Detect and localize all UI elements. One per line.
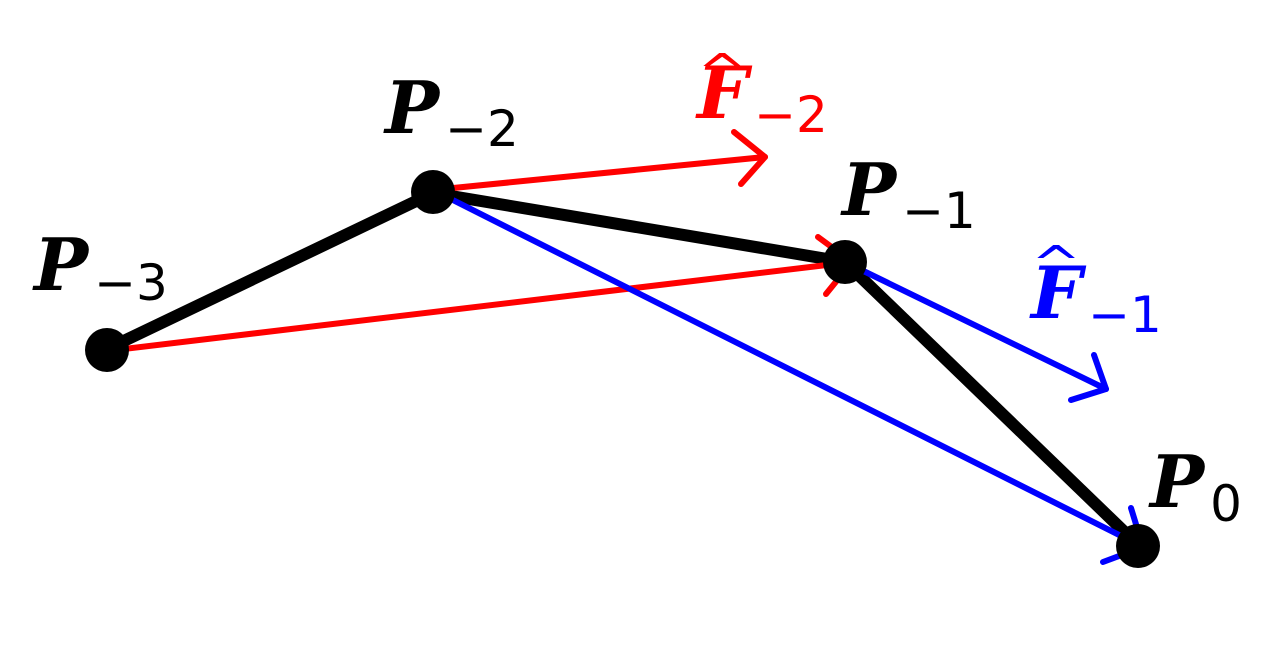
label-p-minus-1: P−1 (840, 147, 976, 240)
segment-p1-p0 (839, 256, 1144, 551)
label-p-minus-3: P−3 (32, 222, 168, 312)
label-p-minus-2: P−2 (383, 65, 519, 158)
label-f-minus-1-hat: ^ (1031, 236, 1081, 292)
label-f-minus-1: F−1 (1029, 250, 1162, 344)
point-p-0 (1116, 524, 1160, 568)
point-p-minus-1 (823, 240, 867, 284)
point-p-minus-3 (85, 328, 129, 372)
segment-p2-p1 (427, 187, 851, 268)
label-f-minus-2: F−2 (695, 50, 828, 144)
point-p-minus-2 (411, 170, 455, 214)
red-tangent-arrow (430, 129, 768, 193)
blue-tangent-arrow (842, 259, 1109, 403)
segment-p3-p2 (101, 187, 439, 355)
label-f-minus-2-hat: ^ (697, 44, 747, 100)
